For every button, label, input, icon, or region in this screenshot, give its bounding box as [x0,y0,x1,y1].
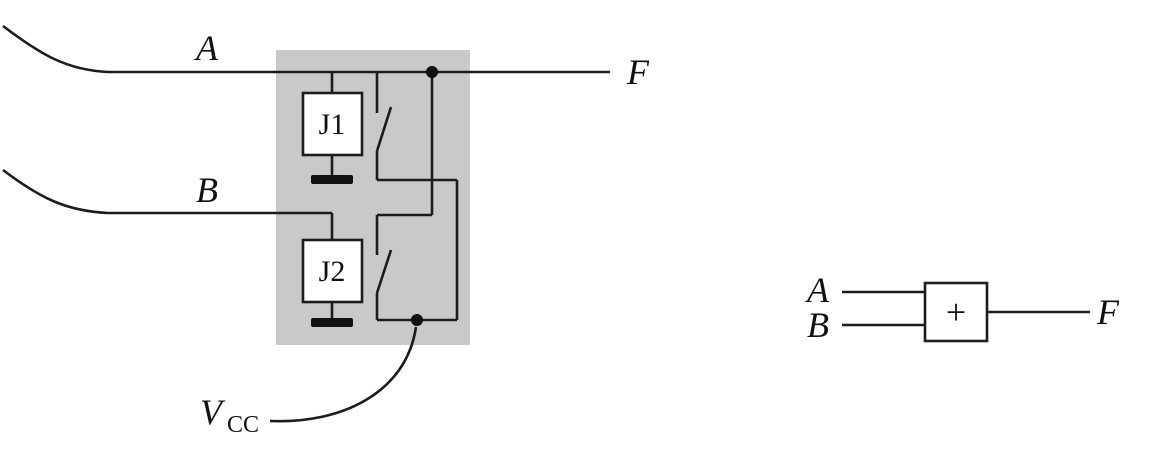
vcc-node-dot [411,314,423,326]
contact-j2-blade [375,249,393,294]
coil-j1-terminal-bar [311,175,353,184]
input-b-wire [2,168,332,215]
output-node-dot [426,66,438,78]
input-b-label: B [196,170,218,210]
contact-j1-blade [375,106,393,152]
coil-j2-label: J2 [319,255,346,288]
input-a-wire [2,24,610,74]
coil-j1-label: J1 [319,108,346,141]
coil-j2-terminal-bar [311,318,353,327]
relay-circuit: A B F J1 J2 V CC [2,24,650,438]
gate-input-a-label: A [805,270,830,310]
vcc-wire [269,326,418,423]
vcc-label-subscript: CC [227,412,259,438]
or-gate-symbol: A B + F [805,270,1120,345]
input-a-label: A [194,28,219,68]
vcc-label: V [200,392,226,432]
gate-output-f-label: F [1096,292,1120,332]
gate-input-b-label: B [807,305,829,345]
gate-box [923,281,989,343]
gate-operator-label: + [946,292,966,332]
output-f-label: F [626,52,650,92]
